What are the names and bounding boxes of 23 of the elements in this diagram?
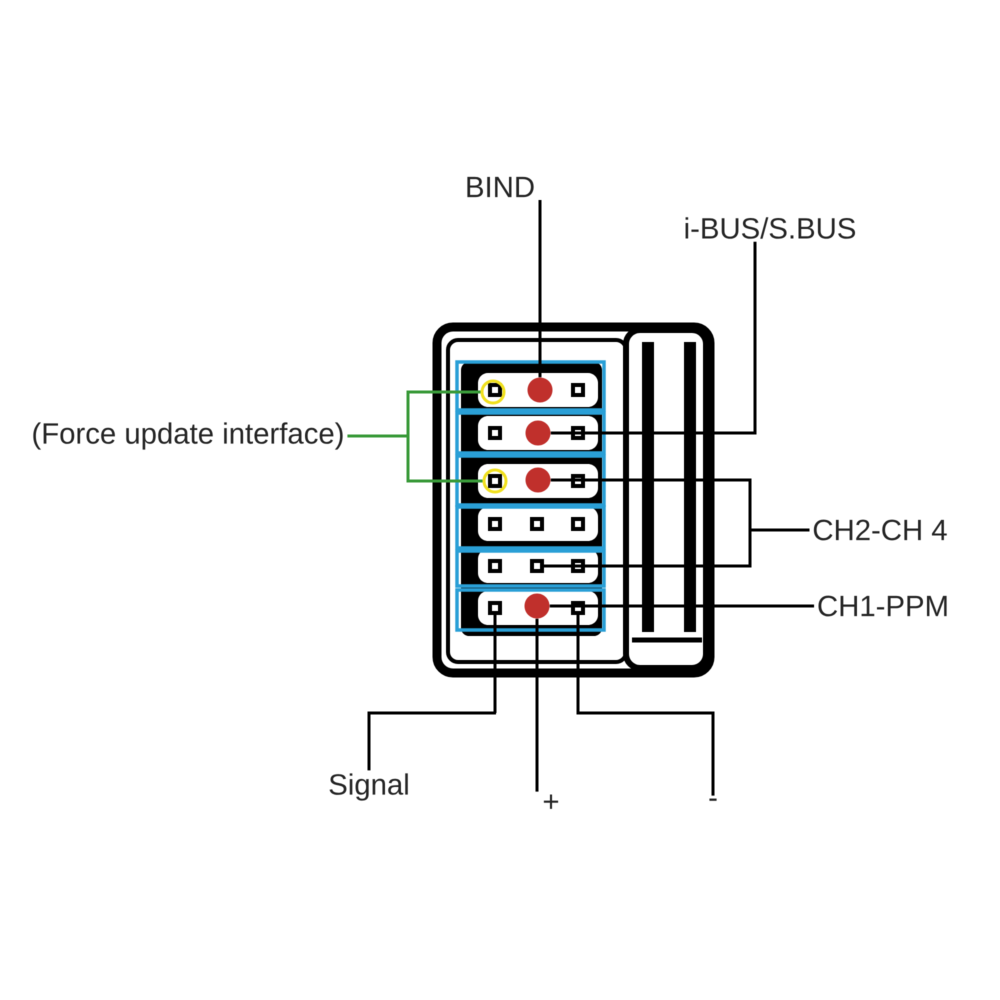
pin-contact [488, 601, 502, 615]
pin-label: BIND [467, 176, 534, 198]
highlight-ring [482, 468, 508, 494]
pin-label: i-BUS/S.BUS [686, 217, 856, 239]
leader-line [550, 604, 814, 608]
leader-line [576, 615, 714, 796]
pin-label: (Force update interface) [33, 422, 343, 450]
leader-line [368, 615, 498, 770]
leader-line [536, 618, 538, 792]
highlight-ring [480, 380, 506, 404]
leader-line [544, 528, 810, 568]
pin-label: - [709, 798, 717, 801]
pin-label: + [544, 794, 558, 809]
leader-line [347, 434, 482, 482]
pin-contact [530, 559, 544, 573]
pin-dot [524, 594, 550, 618]
pin-label: CH1-PPM [818, 596, 947, 616]
pin-label: CH2-CH 4 [814, 520, 947, 540]
pin-dot [526, 468, 550, 492]
pin-dot [528, 378, 552, 402]
pin-label: Signal [330, 773, 408, 801]
leader-line [538, 200, 542, 378]
pin-dot [526, 420, 550, 446]
